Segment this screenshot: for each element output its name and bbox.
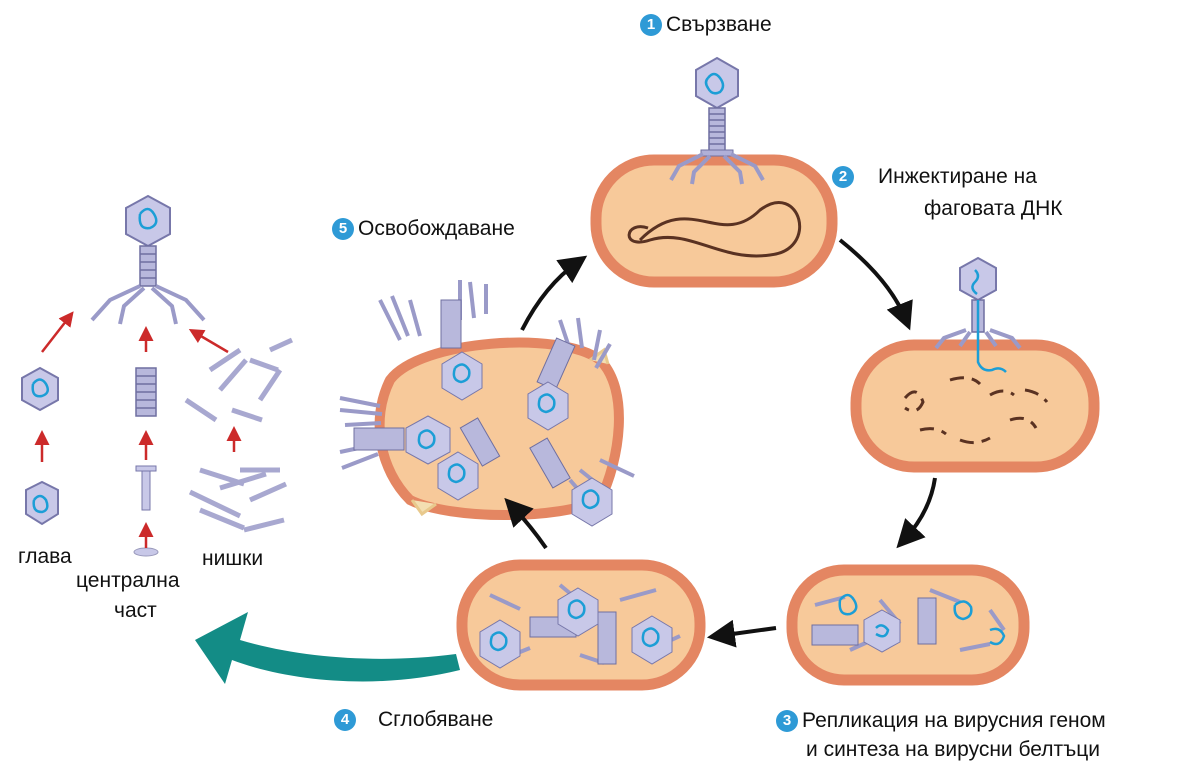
core-label-line1: централна (76, 568, 180, 593)
arrow-3-to-4 (718, 628, 776, 636)
core-component (134, 368, 158, 556)
fibers-component (186, 340, 292, 530)
head-label: глава (18, 544, 72, 569)
step-2-badge: 2 (832, 166, 854, 188)
step-2-text-line1: Инжектиране на (878, 164, 1037, 189)
arrow-2-to-3 (904, 478, 935, 540)
head-component (22, 368, 58, 524)
arrow-1-to-2 (840, 240, 906, 320)
core-label-line2: част (114, 598, 157, 623)
step-3-badge: 3 (776, 710, 798, 732)
step-3-text-line1: Репликация на вирусния геном (802, 709, 1106, 732)
bacterium-stage-2 (856, 345, 1094, 467)
bacterium-stage-1 (596, 160, 832, 282)
assembly-to-parts-arrow (195, 612, 460, 684)
step-2-text-line2: фаговата ДНК (924, 196, 1063, 221)
bacterium-stage-3 (792, 570, 1024, 680)
step-1-text: Свързване (666, 13, 772, 36)
step-4-text: Сглобяване (378, 707, 493, 732)
assembled-phage (92, 196, 204, 324)
bacterium-stage-5-lysing (340, 280, 634, 526)
step-2-label: 2 (832, 164, 858, 189)
arrow-5-to-1 (522, 262, 578, 330)
step-5-text: Освобождаване (358, 217, 515, 240)
step-4-label: 4 (334, 707, 360, 732)
bacterium-stage-4 (462, 565, 700, 685)
step-5-badge: 5 (332, 218, 354, 240)
step-4-badge: 4 (334, 709, 356, 731)
step-1-badge: 1 (640, 14, 662, 36)
fibers-label: нишки (202, 546, 263, 571)
step-3-text-line2: и синтеза на вирусни белтъци (806, 737, 1100, 762)
